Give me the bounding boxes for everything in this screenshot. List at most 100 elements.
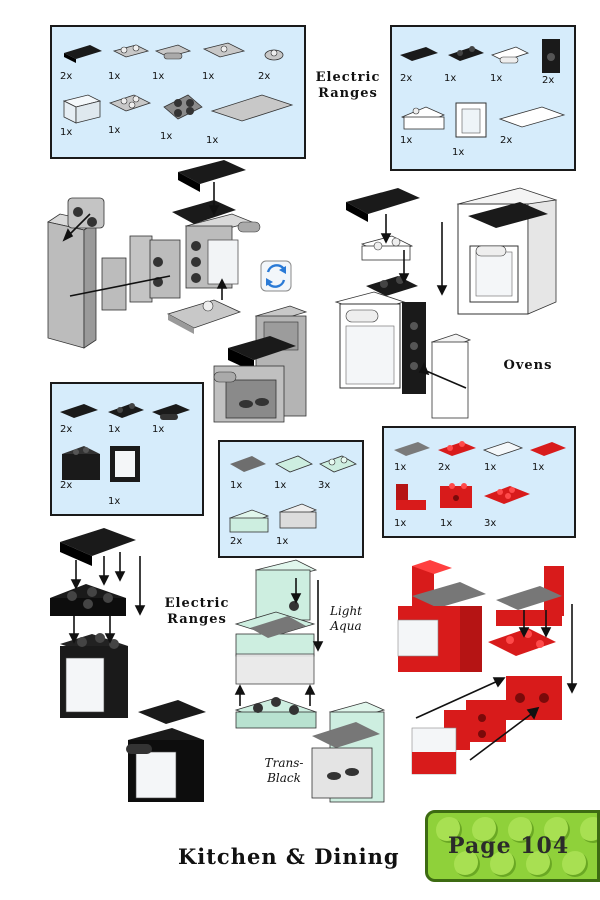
- qty-label: 2x: [258, 71, 271, 82]
- black-plate-1x2: [108, 403, 144, 418]
- trans-clear-brick: [62, 94, 102, 124]
- qty-label: 1x: [60, 127, 73, 138]
- qty-label: 1x: [108, 496, 121, 507]
- black-grille-tile: [400, 47, 438, 61]
- qty-label: 1x: [152, 424, 165, 435]
- parts-panel-4-art: [228, 455, 357, 533]
- parts-panel-5: 1x 2x 1x 1x 1x 1x 3x: [382, 426, 576, 538]
- gray-base-plate: [166, 299, 242, 334]
- red-bracket: [396, 484, 426, 510]
- qty-label: 1x: [108, 71, 121, 82]
- electric-ranges-heading-top: Electric Ranges: [315, 70, 381, 101]
- gray-range-oven-body: [184, 213, 261, 289]
- section-title: Kitchen & Dining: [178, 844, 400, 869]
- black-clip-plate: [152, 404, 190, 420]
- qty-label: 1x: [108, 424, 121, 435]
- aqua-range-arrows: [234, 578, 324, 706]
- qty-label: 1x: [108, 125, 121, 136]
- gray-plate-2x2: [108, 94, 152, 112]
- badge-stud: [508, 817, 534, 843]
- parts-panel-3-art: [60, 403, 190, 482]
- badge-stud: [526, 851, 552, 877]
- white-clip-plate: [490, 46, 530, 64]
- red-oven-arrows: [415, 604, 578, 761]
- qty-label: 1x: [452, 147, 465, 158]
- aqua-brick-1x2: [228, 509, 270, 533]
- qty-label: 2x: [230, 536, 243, 547]
- qty-label: 1x: [400, 135, 413, 146]
- qty-label: 1x: [484, 462, 497, 473]
- qty-label: 3x: [318, 480, 331, 491]
- gray-tile-2x2: [202, 42, 246, 58]
- gray-round-1x1: [264, 49, 284, 61]
- white-window-frame: [455, 102, 487, 138]
- qty-label: 1x: [394, 462, 407, 473]
- badge-stud: [490, 851, 516, 877]
- qty-label: 3x: [484, 518, 497, 529]
- trans-black-note: Trans-Black: [264, 756, 304, 785]
- gray-grille-tile: [230, 456, 266, 472]
- red-plate-1x2: [438, 441, 476, 456]
- black-range-assembled: [126, 700, 206, 802]
- oven-arrows: [380, 214, 467, 389]
- qty-label: 1x: [160, 131, 173, 142]
- qty-label: 2x: [500, 135, 513, 146]
- badge-stud: [436, 817, 462, 843]
- gray-range-side-panel: [46, 197, 105, 349]
- badge-stud: [472, 817, 498, 843]
- gray-tile-4x6: [210, 94, 294, 122]
- qty-label: 1x: [230, 480, 243, 491]
- parts-panel-1-art: [62, 42, 294, 124]
- black-grille-tile: [60, 404, 98, 418]
- parts-panel-2-art: [400, 39, 566, 138]
- badge-stud: [562, 851, 588, 877]
- qty-label: 1x: [440, 518, 453, 529]
- qty-label: 2x: [60, 71, 73, 82]
- page-label: Page 104: [448, 833, 570, 859]
- assembly-arrows: [62, 182, 228, 300]
- aqua-range-assembled: [311, 701, 386, 803]
- light-aqua-note: Light Aqua: [329, 604, 363, 633]
- white-oven-exploded: [334, 188, 472, 419]
- qty-label: 1x: [202, 71, 215, 82]
- qty-label: 2x: [542, 75, 555, 86]
- red-brick-side-stud: [440, 483, 472, 508]
- black-grille-tile: [64, 45, 102, 63]
- qty-label: 1x: [152, 71, 165, 82]
- black-brick-side-stud: [542, 39, 560, 73]
- red-tile-1x2: [530, 442, 566, 456]
- gray-range-assembled: [213, 305, 308, 423]
- black-brick-2x2: [62, 446, 100, 480]
- white-bracket: [400, 106, 446, 130]
- black-plate-1x2: [448, 46, 484, 61]
- qty-label: 1x: [444, 73, 457, 84]
- page-number-badge: Page 104: [425, 810, 600, 882]
- qty-label: 1x: [206, 135, 219, 146]
- ovens-heading: Ovens: [503, 358, 553, 373]
- red-oven-exploded: [411, 566, 564, 775]
- black-range-exploded: [50, 528, 136, 718]
- badge-stud: [544, 817, 570, 843]
- red-oven-assembled: [397, 560, 486, 672]
- black-grille-top: [172, 160, 246, 224]
- gray-clip-plate: [154, 44, 192, 60]
- black-window-frame: [110, 446, 140, 482]
- parts-panel-4: 1x 1x 3x 2x 1x: [218, 440, 364, 558]
- aqua-plate-1x2: [319, 455, 357, 473]
- qty-label: 1x: [394, 518, 407, 529]
- qty-label: 1x: [276, 536, 289, 547]
- qty-label: 2x: [60, 424, 73, 435]
- red-plate-2x2: [484, 486, 530, 504]
- qty-label: 1x: [532, 462, 545, 473]
- gray-plate-1x2: [112, 44, 150, 58]
- qty-label: 1x: [490, 73, 503, 84]
- gray-range-middle-bricks: [101, 235, 181, 311]
- badge-stud: [454, 851, 480, 877]
- white-oven-assembled: [456, 187, 558, 315]
- parts-panel-3: 2x 1x 1x 2x 1x: [50, 382, 204, 516]
- qty-label: 1x: [274, 480, 287, 491]
